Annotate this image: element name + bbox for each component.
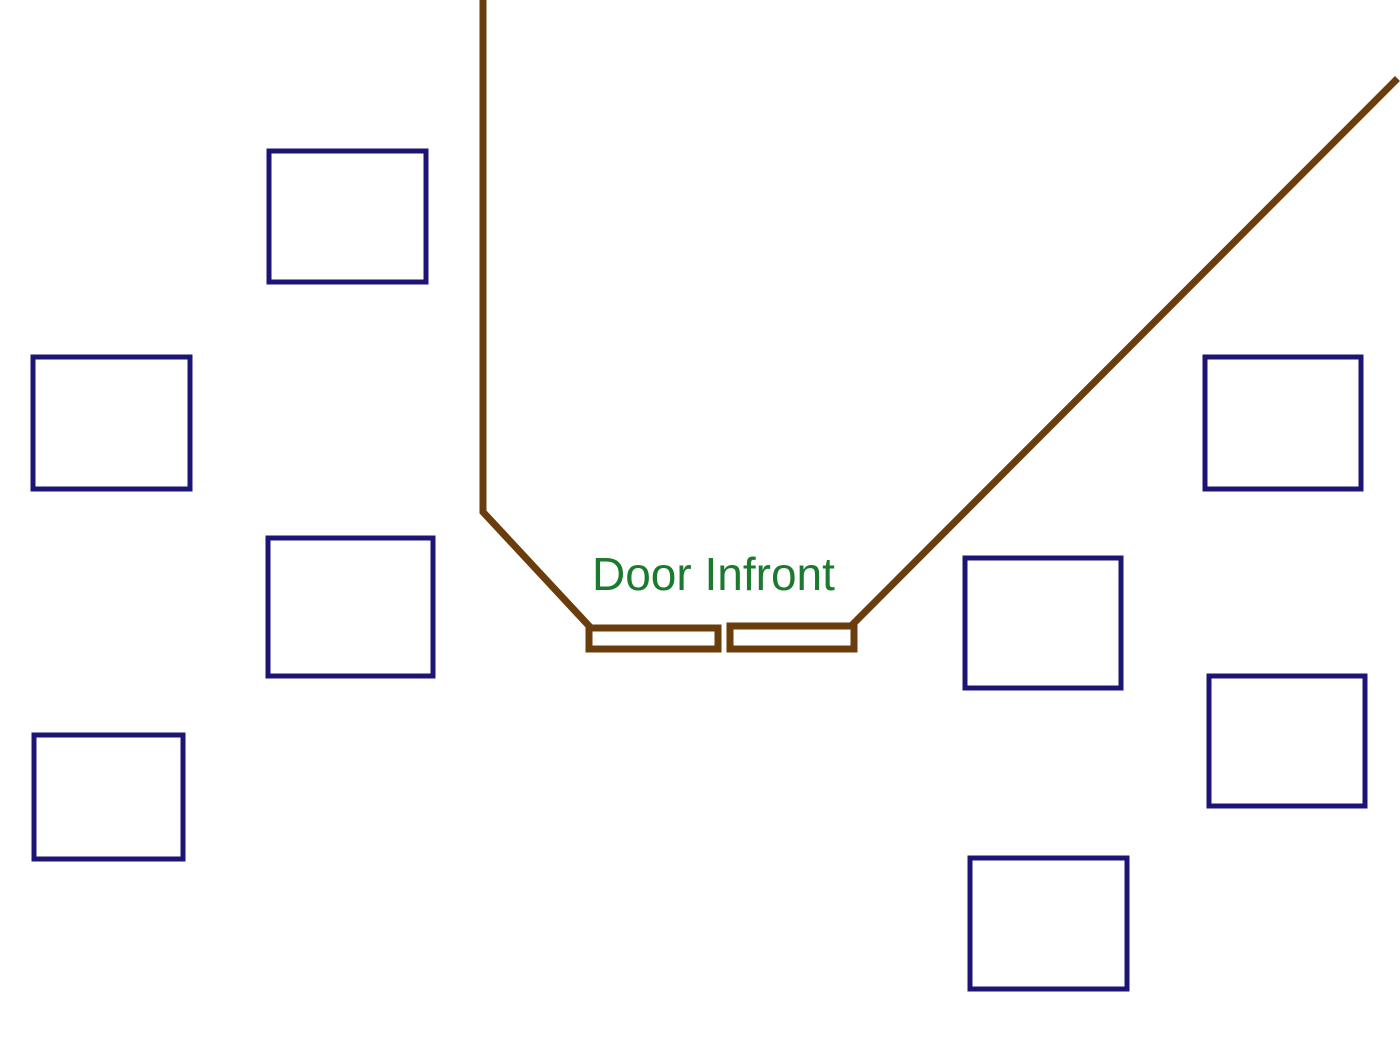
desk-right-3	[1206, 673, 1368, 809]
desk-left-3	[265, 535, 436, 679]
desk-left-1	[266, 148, 429, 285]
door-panel-right	[726, 622, 858, 653]
right-wall	[847, 76, 1400, 630]
desk-right-1	[1202, 354, 1364, 492]
desk-left-4	[31, 732, 186, 862]
door-label: Door Infront	[592, 548, 835, 600]
desk-left-2	[30, 354, 193, 492]
desk-right-4	[967, 855, 1130, 992]
door-panel-left	[585, 624, 722, 653]
left-wall	[479, 0, 595, 632]
desk-right-2	[962, 555, 1124, 691]
